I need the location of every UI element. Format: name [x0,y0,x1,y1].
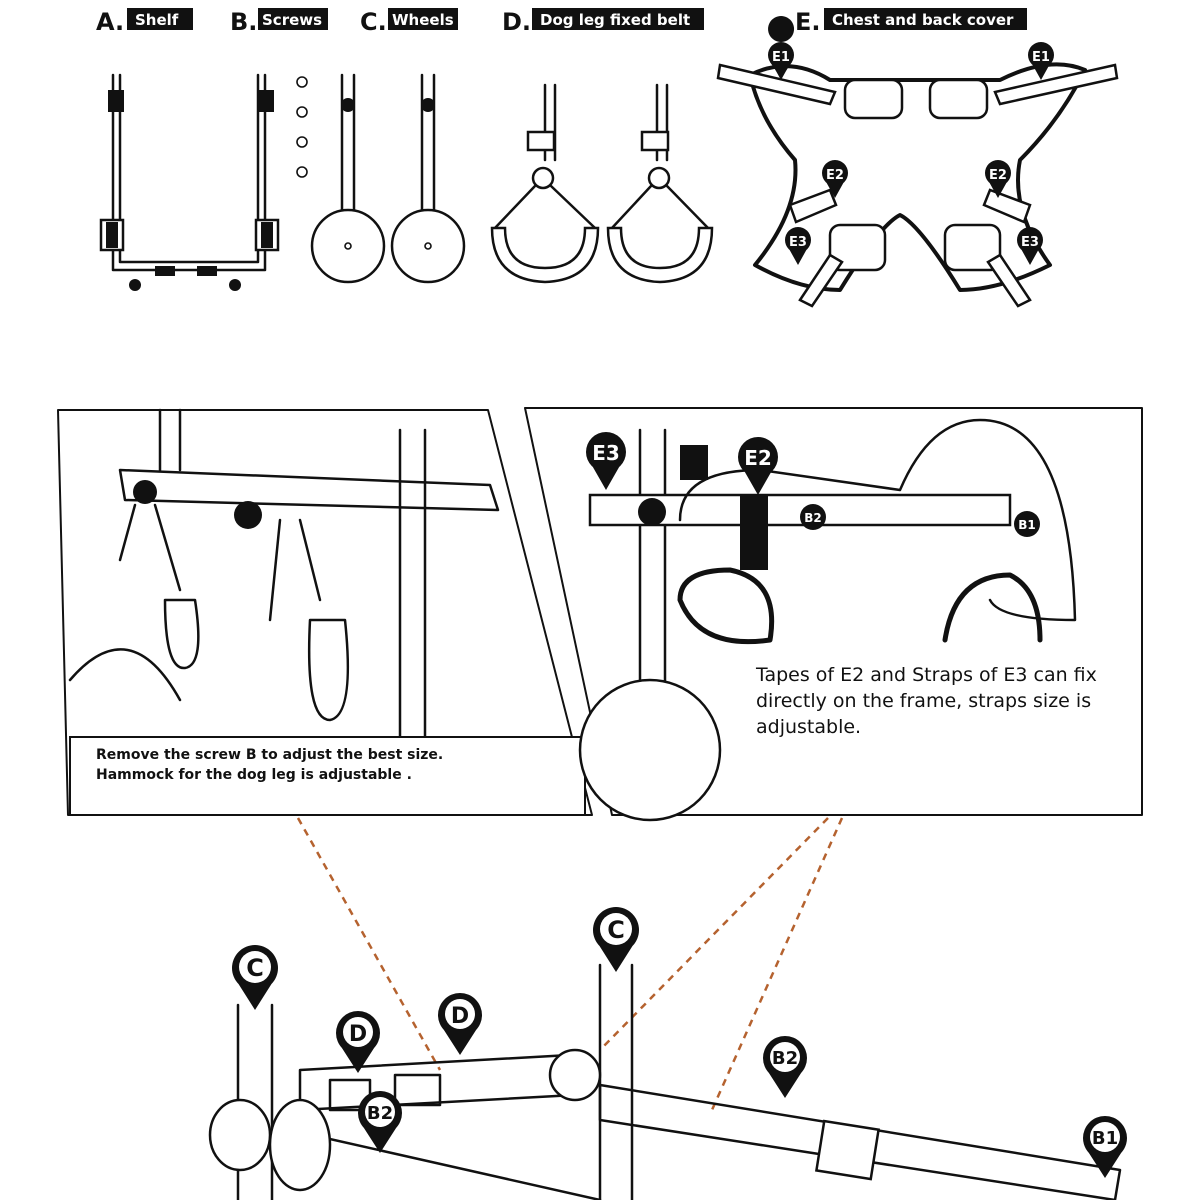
svg-text:Shelf: Shelf [135,11,179,29]
svg-text:D: D [451,1004,469,1029]
leader-line-left [296,817,442,1071]
svg-text:A.: A. [96,8,124,36]
dog-leg-belt-illustration [490,83,714,284]
assembled-frame-illustration [208,963,1122,1200]
part-header-chest-back-cover: E. Chest and back cover [795,8,1027,36]
assembly-marker-b2-right: B2 [763,1036,807,1098]
right-panel-caption: Tapes of E2 and Straps of E3 can fix dir… [756,664,1097,738]
svg-text:Chest and back cover: Chest and back cover [832,11,1014,29]
svg-text:E3: E3 [789,235,807,250]
part-header-shelf: A. Shelf [96,8,193,36]
cover-marker-e2-right: E2 [985,160,1011,198]
wheels-illustration [310,73,466,284]
svg-text:Screws: Screws [262,11,322,29]
svg-text:D: D [349,1022,367,1047]
caption-line-2: Hammock for the dog leg is adjustable . [96,767,412,783]
cover-marker-e3-right: E3 [1017,227,1043,265]
svg-text:B2: B2 [367,1103,393,1124]
part-header-wheels: C. Wheels [360,8,458,36]
cover-marker-e1-left: E1 [768,16,795,80]
svg-text:B2: B2 [804,511,822,525]
left-detail-panel [57,408,593,816]
svg-text:B2: B2 [772,1048,798,1069]
svg-text:E3: E3 [1021,235,1039,250]
cover-marker-e3-left: E3 [785,227,811,265]
assembly-marker-c-left: C [232,945,278,1010]
svg-text:Dog leg fixed belt: Dog leg fixed belt [540,11,690,29]
caption-line-1: Remove the screw B to adjust the best si… [96,747,444,763]
svg-text:B.: B. [230,8,257,36]
shelf-illustration [99,73,280,291]
svg-text:Wheels: Wheels [392,11,454,29]
assembly-marker-d-right: D [438,993,482,1055]
svg-text:E.: E. [795,8,821,36]
svg-text:E2: E2 [744,446,772,470]
panel-marker-b1: B1 [1014,511,1040,537]
svg-text:E1: E1 [772,50,790,65]
svg-text:E3: E3 [592,441,620,465]
svg-text:C: C [246,954,264,982]
assembly-marker-b2-left: B2 [358,1091,402,1153]
chest-back-cover-illustration [716,62,1119,308]
cover-marker-e1-right: E1 [1028,42,1054,80]
assembly-marker-c-right: C [593,907,639,972]
svg-text:C: C [607,916,625,944]
svg-text:E1: E1 [1032,50,1050,65]
svg-text:B1: B1 [1092,1128,1118,1149]
assembly-marker-b1: B1 [1083,1116,1127,1178]
cover-marker-e2-left: E2 [822,160,848,198]
svg-text:B1: B1 [1018,518,1036,532]
right-detail-panel [524,407,1143,822]
leader-line-right-b [710,817,844,1111]
screws-illustration [296,76,308,178]
assembly-marker-d-left: D [336,1011,380,1073]
svg-text:D.: D. [502,8,531,36]
part-header-screws: B. Screws [230,8,328,36]
panel-marker-b2: B2 [800,504,826,530]
svg-text:E2: E2 [826,168,844,183]
svg-text:C.: C. [360,8,387,36]
panel-marker-e3: E3 [586,432,626,490]
left-panel-caption: Remove the screw B to adjust the best si… [96,745,443,785]
part-header-dog-leg-belt: D. Dog leg fixed belt [502,8,704,36]
panel-marker-e2: E2 [738,437,778,495]
leader-line-right-a [599,817,829,1051]
svg-text:E2: E2 [989,168,1007,183]
